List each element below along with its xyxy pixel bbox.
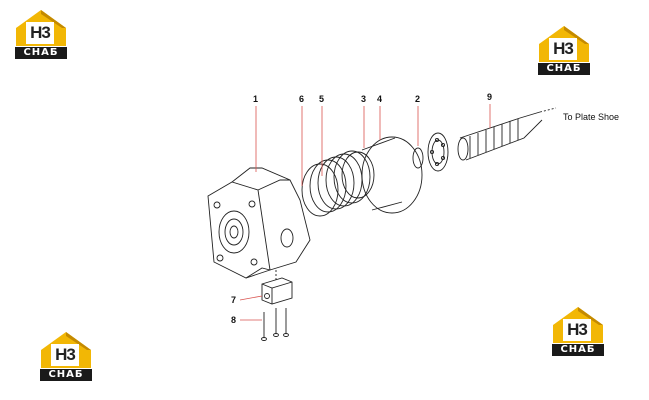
seal-ring-part: [361, 136, 423, 214]
logo-text: CHAБ: [538, 63, 590, 75]
callout-9: 9: [487, 92, 492, 102]
logo-mark: H3: [549, 38, 577, 60]
logo-top-left: H3 CHAБ: [12, 8, 70, 59]
plate-shoe-note: To Plate Shoe: [563, 112, 620, 122]
callout-5: 5: [319, 94, 324, 104]
shaft-part: [457, 107, 557, 161]
logo-mark: H3: [563, 319, 591, 341]
callout-7: 7: [231, 295, 236, 305]
block-part: [261, 277, 293, 305]
logo-text: CHAБ: [552, 344, 604, 356]
logo-text: CHAБ: [15, 47, 67, 59]
logo-mark: H3: [26, 22, 54, 44]
callout-6: 6: [299, 94, 304, 104]
callout-8: 8: [231, 315, 236, 325]
logo-mark: H3: [51, 344, 79, 366]
logo-top-right: H3 CHAБ: [535, 24, 593, 75]
bolts-part: [261, 308, 289, 341]
spring-part: [301, 150, 375, 217]
logo-text: CHAБ: [40, 369, 92, 381]
leader-line-7: [239, 295, 263, 301]
housing-part: [207, 167, 311, 279]
callout-4: 4: [377, 94, 382, 104]
logo-bottom-right: H3 CHAБ: [549, 305, 607, 356]
logo-bottom-left: H3 CHAБ: [37, 330, 95, 381]
bearing-part: [412, 132, 449, 172]
callout-2: 2: [415, 94, 420, 104]
callout-3: 3: [361, 94, 366, 104]
callout-1: 1: [253, 94, 258, 104]
